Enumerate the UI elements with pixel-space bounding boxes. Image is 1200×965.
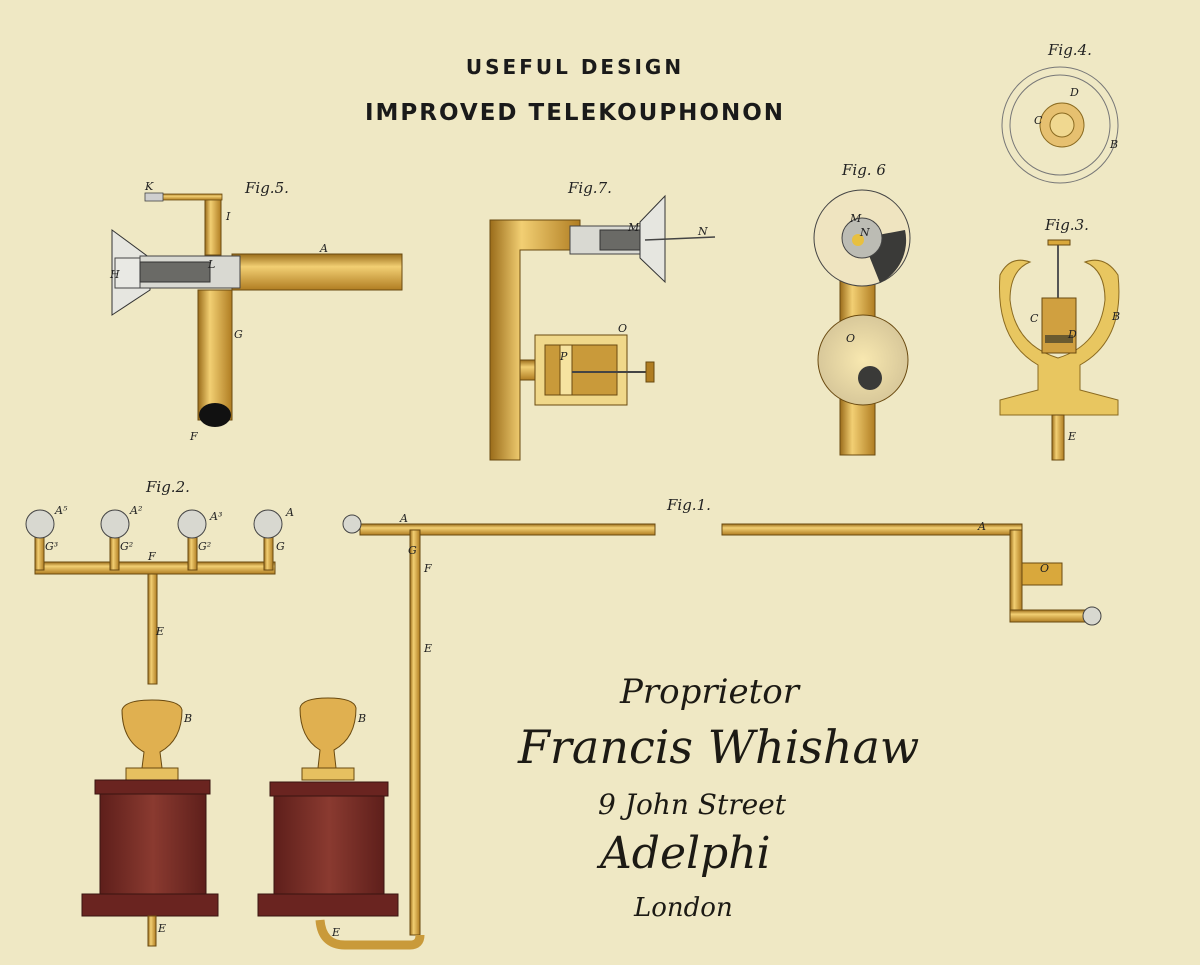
imprint-district: Adelphi xyxy=(600,828,771,879)
fig3-label: Fig.3. xyxy=(1044,216,1089,234)
fig1-letter-o: O xyxy=(1040,562,1049,575)
fig2-letter-g: G xyxy=(276,540,285,553)
fig4-letter-d: D xyxy=(1069,86,1079,99)
fig4-diagram xyxy=(1001,66,1119,184)
fig5-label: Fig.5. xyxy=(244,179,289,197)
imprint-city: London xyxy=(634,893,733,923)
fig5-diagram xyxy=(111,192,403,427)
fig3-letter-e: E xyxy=(1067,430,1076,443)
fig1-letter-e2: E xyxy=(331,926,340,939)
fig5-letter-l: L xyxy=(207,258,215,271)
fig6-letter-o: O xyxy=(846,332,855,345)
fig6-letter-m: M xyxy=(849,212,862,225)
fig2-letter-a5: A⁵ xyxy=(54,504,68,517)
fig3-letter-b: B xyxy=(1111,310,1120,323)
fig2-letter-f: F xyxy=(147,550,156,563)
fig5-letter-g: G xyxy=(234,328,243,341)
fig7-diagram xyxy=(489,194,716,461)
fig1-letter-e: E xyxy=(423,642,432,655)
fig5-letter-a: A xyxy=(319,242,328,255)
fig6-label: Fig. 6 xyxy=(841,161,886,179)
fig1-letter-f: F xyxy=(423,562,432,575)
fig2-letter-g3: G³ xyxy=(45,540,58,553)
fig2-letter-g2: G² xyxy=(120,540,133,553)
fig2-letter-a: A xyxy=(285,506,294,519)
fig1-letter-a: A xyxy=(399,512,408,525)
fig3-letter-d: D xyxy=(1067,328,1077,341)
fig4-letter-c: C xyxy=(1034,114,1043,127)
fig3-letter-c: C xyxy=(1030,312,1039,325)
fig2-letter-e: E xyxy=(155,625,164,638)
fig5-letter-h: H xyxy=(109,268,120,281)
fig6-letter-n: N xyxy=(859,226,870,239)
fig1-letter-g: G xyxy=(408,544,417,557)
fig7-letter-o: O xyxy=(618,322,627,335)
fig2-letter-a3: A³ xyxy=(209,510,222,523)
fig1-letter-b: B xyxy=(357,712,366,725)
fig7-label: Fig.7. xyxy=(567,179,612,197)
fig1-diagram xyxy=(257,514,1102,950)
fig2-letter-b: B xyxy=(183,712,192,725)
fig6-diagram xyxy=(813,189,911,456)
fig7-letter-m: M xyxy=(627,221,640,234)
fig2-letter-g2b: G² xyxy=(198,540,211,553)
fig7-letter-n: N xyxy=(697,225,708,238)
fig1-label: Fig.1. xyxy=(666,496,711,514)
fig2-letter-a2: A² xyxy=(129,504,142,517)
imprint-proprietor: Proprietor xyxy=(620,672,799,712)
fig4-label: Fig.4. xyxy=(1047,41,1092,59)
fig3-diagram xyxy=(998,239,1120,461)
imprint-name: Francis Whishaw xyxy=(518,720,920,774)
fig5-letter-f: F xyxy=(189,430,198,443)
fig5-letter-k: K xyxy=(144,180,154,193)
imprint-street: 9 John Street xyxy=(598,788,786,821)
drawing-title: IMPROVED TELEKOUPHONON xyxy=(364,100,786,126)
fig1-letter-a2: A xyxy=(977,520,986,533)
fig4-letter-b: B xyxy=(1109,138,1118,151)
fig7-letter-p: P xyxy=(559,350,568,363)
design-heading: USEFUL DESIGN xyxy=(465,55,685,79)
fig2-diagram xyxy=(25,509,283,947)
fig2-label: Fig.2. xyxy=(145,478,190,496)
fig5-letter-i: I xyxy=(225,210,231,223)
fig2-letter-e2: E xyxy=(157,922,166,935)
